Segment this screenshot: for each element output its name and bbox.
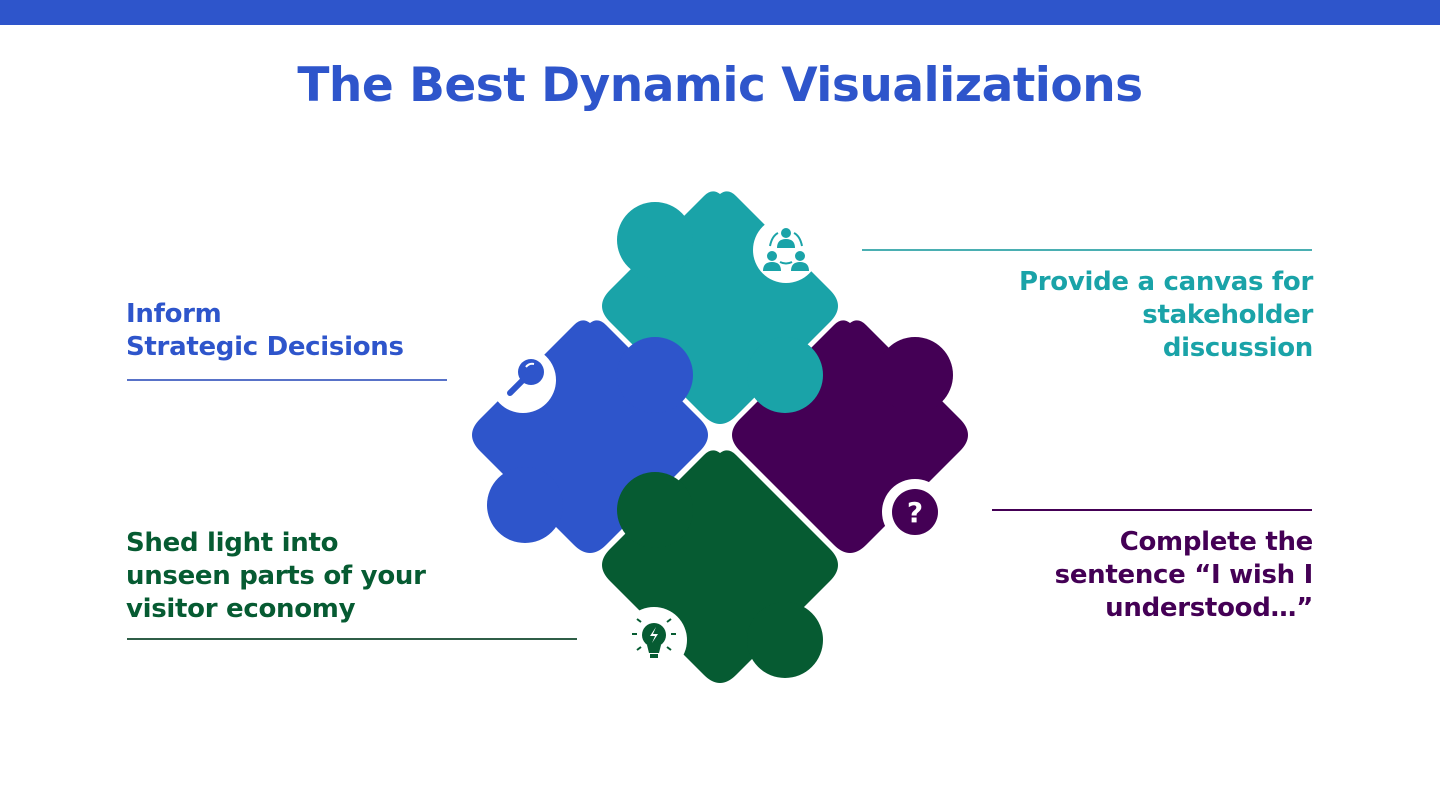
label-complete: Complete the sentence “I wish I understo… [1054,527,1314,623]
question-mark-icon: ? [882,479,948,545]
divider-shed-light [127,638,577,640]
people-network-icon [753,217,819,283]
page-title: The Best Dynamic Visualizations [297,58,1143,113]
divider-inform [127,379,447,381]
lightbulb-icon [621,607,687,673]
magnifier-icon [490,347,556,413]
label-shed-light: Shed light into unseen parts of your vis… [126,528,426,624]
svg-text:?: ? [907,496,923,529]
divider-canvas [862,249,1312,251]
label-canvas: Provide a canvas for stakeholder discuss… [1019,267,1313,363]
top-accent-bar [0,0,1440,25]
divider-complete [992,509,1312,511]
label-inform: Inform Strategic Decisions [126,299,404,362]
